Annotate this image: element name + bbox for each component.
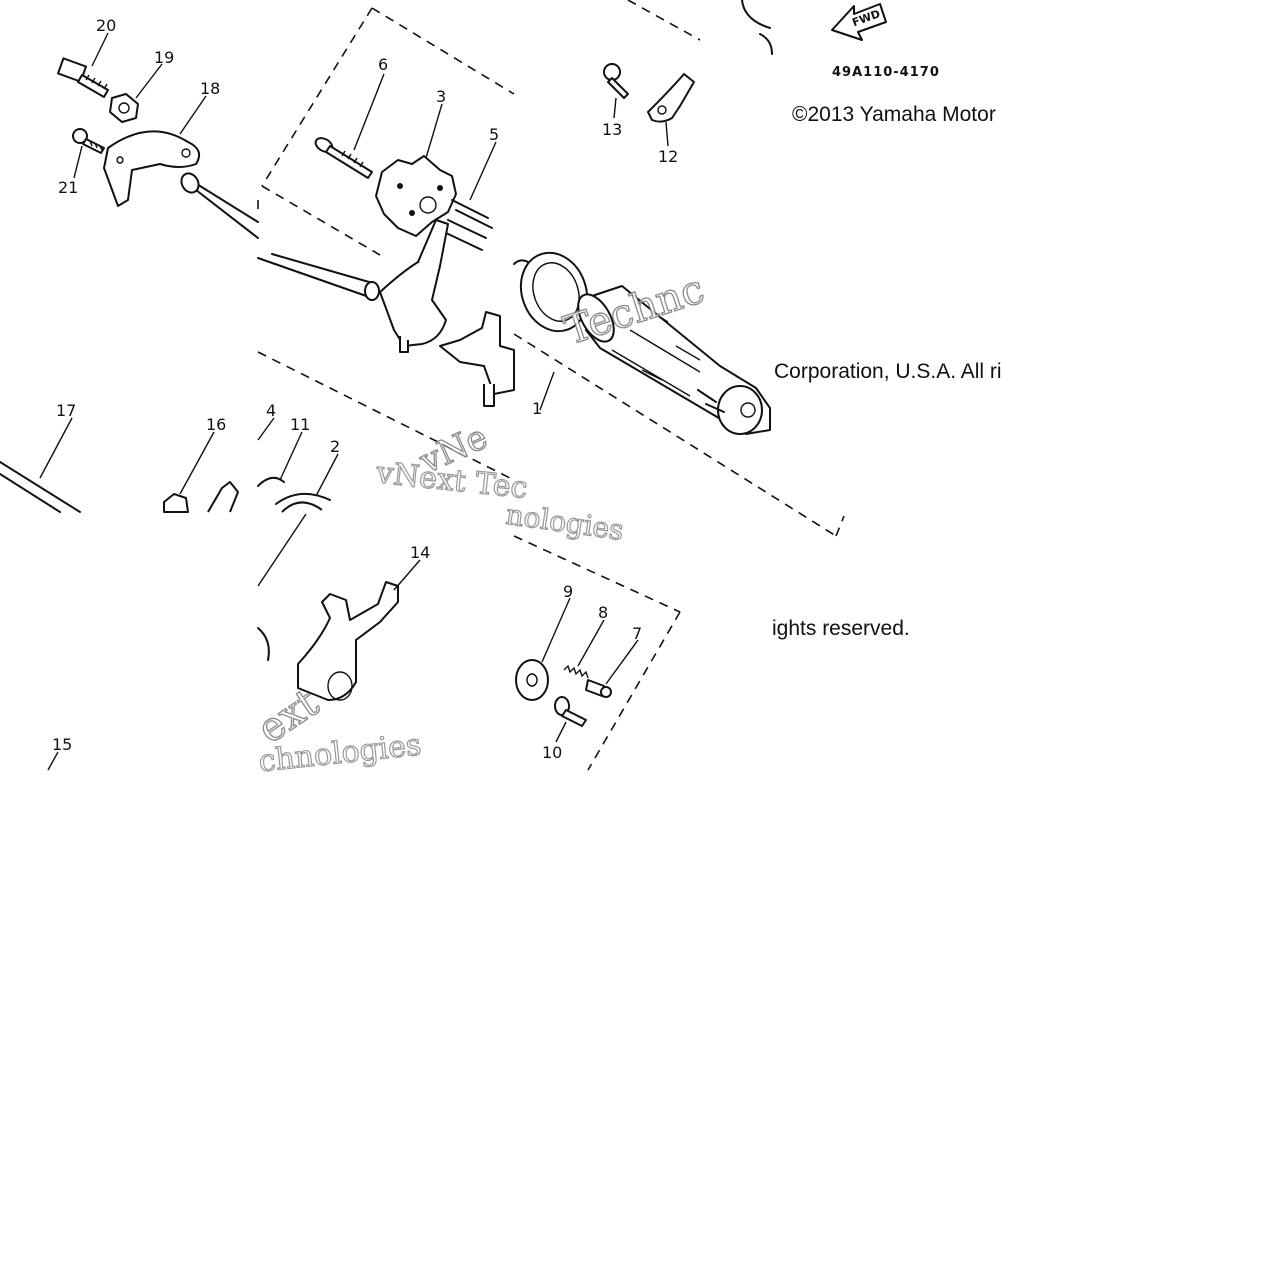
part-6-bolt: [314, 137, 373, 179]
part-9-washer: [515, 659, 549, 701]
copyright-line2: Corporation, U.S.A. All ri: [774, 360, 1002, 383]
copyright-line1: ©2013 Yamaha Motor: [792, 103, 996, 126]
part-13-screw: [603, 63, 629, 99]
tile-bottom-right: 9 8 7 10 ights reserved.: [513, 535, 910, 771]
callout-14: 14: [410, 543, 430, 562]
callout-2: 2: [330, 437, 340, 456]
guide-bar-top: [180, 172, 259, 239]
part-3-segment: [375, 155, 457, 237]
part-14-shift-fork: [297, 581, 399, 701]
callout-6: 6: [378, 55, 388, 74]
part-5-pins: [443, 199, 493, 251]
callout-13: 13: [602, 120, 622, 139]
part-18-plate: [103, 130, 201, 207]
callout-11: 11: [290, 415, 310, 434]
callout-16: 16: [206, 415, 226, 434]
part-10-bolt: [554, 696, 587, 727]
tile-top-center: 6 3 5: [257, 7, 515, 481]
callout-9: 9: [563, 582, 573, 601]
tile-mid-left: 17 16: [0, 401, 239, 513]
callout-4: 4: [266, 401, 276, 420]
shift-fork-second: [439, 311, 515, 407]
part-code: 49A110-4170: [832, 65, 940, 80]
tile-bottom-center: 14 ext chnologies: [249, 513, 430, 780]
callout-21: 21: [58, 178, 78, 197]
callout-10: 10: [542, 743, 562, 762]
tile-mid-right: 1 Corporation, U.S.A. All ri Technc nolo…: [503, 251, 1002, 548]
callout-17: 17: [56, 401, 76, 420]
part-12-stopper: [647, 73, 695, 123]
callout-15: 15: [52, 735, 72, 754]
part-16-nut: [163, 493, 189, 513]
tile-mid-center: 4 11 2 vNext Tec vNe: [257, 401, 530, 513]
shift-fork-top: [379, 219, 449, 353]
copyright-line3: ights reserved.: [772, 617, 910, 640]
part-20-stud-bolt: [56, 57, 109, 98]
part-1-shift-drum: [577, 285, 771, 435]
callout-12: 12: [658, 147, 678, 166]
part-19-nut: [109, 93, 139, 123]
callout-8: 8: [598, 603, 608, 622]
callout-7: 7: [632, 624, 642, 643]
tile-top-right: FWD 49A110-4170 13 12 ©2013 Yamaha Motor: [602, 0, 996, 166]
callout-18: 18: [200, 79, 220, 98]
fwd-arrow-icon: FWD: [831, 3, 887, 41]
callout-5: 5: [489, 125, 499, 144]
callout-1: 1: [532, 399, 542, 418]
tile-bottom-left: 15: [47, 735, 72, 771]
tile-top-left: 20 19 18 21: [56, 16, 259, 239]
part-oil-seal: [513, 251, 589, 333]
callout-3: 3: [436, 87, 446, 106]
callout-20: 20: [96, 16, 116, 35]
callout-19: 19: [154, 48, 174, 67]
part-7-pin: [585, 679, 612, 698]
part-21-screw: [72, 128, 105, 154]
part-8-spring: [563, 664, 589, 679]
